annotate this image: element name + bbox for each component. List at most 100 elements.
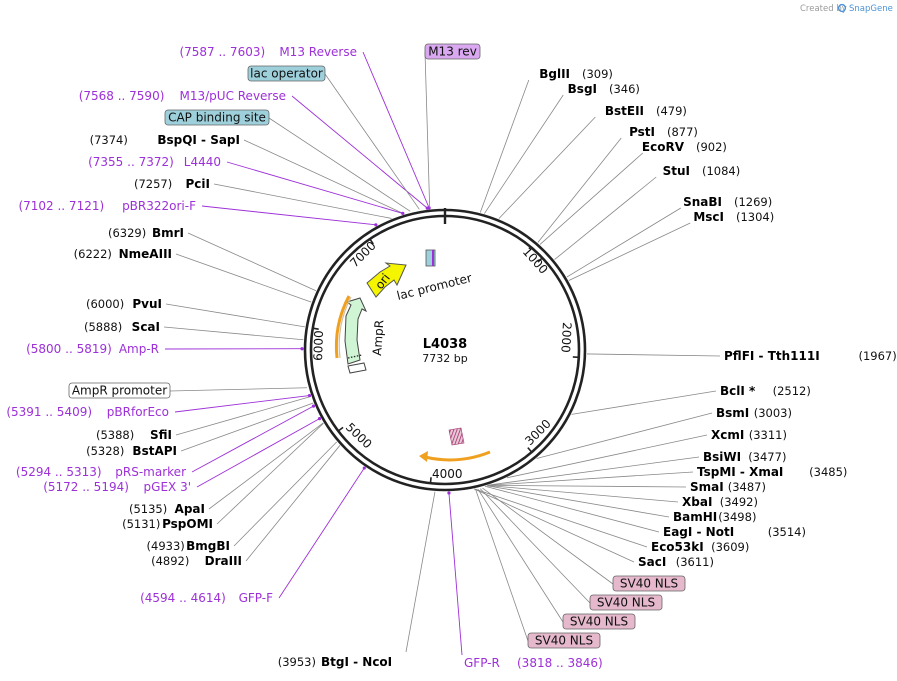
site-draiii[interactable]: DraIII(4892) — [151, 554, 242, 568]
site-saci[interactable]: SacI (3611) — [638, 555, 714, 569]
site-tspmi-xmai[interactable]: TspMI - XmaI(3485) — [697, 465, 847, 479]
feature-leader-line — [475, 489, 529, 642]
primer-gfp-f[interactable]: GFP-F(4594 .. 4614) — [140, 591, 273, 605]
site-ecorv[interactable]: EcoRV(902) — [642, 140, 727, 154]
primer-pgex-3[interactable]: pGEX 3'(5172 .. 5194) — [43, 480, 191, 494]
site-psti[interactable]: PstI(877) — [629, 125, 698, 139]
site-name: ScaI — [132, 320, 160, 334]
site-position: (2512) — [773, 384, 811, 398]
feature-leader-line — [324, 73, 420, 210]
site-pspomi[interactable]: PspOMI(5131) — [122, 517, 213, 531]
feature-ampr-promoter[interactable]: AmpR promoter — [68, 382, 171, 399]
feature-cap-binding-site[interactable]: CAP binding site — [164, 109, 270, 126]
primer-leader-line — [226, 161, 403, 214]
site-msci[interactable]: MscI(1304) — [693, 210, 774, 224]
site-position: (6000) — [86, 297, 124, 311]
ori-arrow — [366, 262, 407, 298]
site-bcli[interactable]: BclI * (2512) — [720, 384, 811, 398]
site-stui[interactable]: StuI(1084) — [663, 164, 741, 178]
primer-leader-line — [278, 467, 365, 599]
site-pflfi-tth111i[interactable]: PflFI - Tth111I(1967) — [724, 349, 897, 363]
feature-sv40-nls[interactable]: SV40 NLS — [527, 632, 601, 649]
site-bsmi[interactable]: BsmI(3003) — [716, 406, 792, 420]
site-leader-line — [187, 232, 317, 292]
site-bamhi[interactable]: BamHI(3498) — [673, 510, 756, 524]
feature-lac-operator[interactable]: lac operator — [247, 65, 326, 82]
primer-site-mark — [311, 404, 316, 408]
site-bsteii[interactable]: BstEII(479) — [605, 104, 687, 118]
site-position: (1304) — [736, 210, 774, 224]
site-bsiwi[interactable]: BsiWI(3477) — [703, 450, 786, 464]
site-scai[interactable]: ScaI (5888) — [84, 320, 160, 334]
primer-prs-marker[interactable]: pRS-marker(5294 .. 5313) — [16, 465, 186, 479]
site-leader-line — [566, 207, 682, 278]
site-name: PvuI — [132, 297, 162, 311]
site-position: (3477) — [748, 450, 786, 464]
site-name: BclI * — [720, 384, 756, 398]
site-position: (6329) — [108, 226, 146, 240]
feature-sv40-nls[interactable]: SV40 NLS — [612, 575, 686, 592]
primer-range: (7102 .. 7121) — [18, 199, 104, 213]
site-nmeaiii[interactable]: NmeAIII(6222) — [74, 247, 172, 261]
feature-label: AmpR promoter — [72, 384, 167, 398]
site-leader-line — [213, 183, 392, 219]
site-position: (7374) — [90, 133, 128, 147]
primer-pbrforeco[interactable]: pBRforEco(5391 .. 5409) — [6, 405, 169, 419]
site-eco53ki[interactable]: Eco53kI(3609) — [651, 540, 749, 554]
ampr-feature[interactable]: AmpR — [334, 295, 386, 374]
site-pvui[interactable]: PvuI (6000) — [86, 297, 162, 311]
ruler-tick — [527, 447, 533, 453]
site-leader-line — [474, 488, 648, 548]
lac-promoter-feature[interactable]: lac promoter — [395, 249, 473, 303]
site-name: SacI — [638, 555, 666, 569]
site-btgi-ncoi[interactable]: (3953)BtgI - NcoI — [278, 655, 392, 669]
site-bstapi[interactable]: BstAPI(5328) — [86, 444, 177, 458]
site-position: (3611) — [676, 555, 714, 569]
site-sfii[interactable]: SfiI(5388) — [96, 428, 172, 442]
site-bmgbi[interactable]: BmgBI(4933) — [147, 539, 230, 553]
feature-label: M13 rev — [428, 45, 477, 59]
ruler-tick — [312, 327, 319, 330]
sv40-feature[interactable] — [419, 427, 491, 462]
site-bmri[interactable]: BmrI(6329) — [108, 226, 184, 240]
site-name: SfiI — [150, 428, 172, 442]
site-snabi[interactable]: SnaBI(1269) — [683, 195, 772, 209]
site-xcmi[interactable]: XcmI(3311) — [711, 428, 787, 442]
site-bsgi[interactable]: BsgI(346) — [568, 82, 640, 96]
primer-m13-reverse[interactable]: M13 Reverse(7587 .. 7603) — [179, 45, 357, 59]
site-smai[interactable]: SmaI(3487) — [690, 480, 766, 494]
primer-site-mark — [374, 223, 378, 227]
site-position: (5888) — [84, 320, 122, 334]
primer-name: GFP-F — [239, 591, 274, 605]
ruler-tick — [337, 426, 344, 432]
primer-range: (5391 .. 5409) — [6, 405, 92, 419]
primer-amp-r[interactable]: Amp-R(5800 .. 5819) — [26, 342, 159, 356]
feature-sv40-nls[interactable]: SV40 NLS — [589, 594, 663, 611]
feature-m13-rev[interactable]: M13 rev — [424, 43, 481, 60]
primer-range: (7587 .. 7603) — [179, 45, 265, 59]
primer-gfp-r[interactable]: GFP-R(3818 .. 3846) — [464, 656, 603, 670]
site-xbai[interactable]: XbaI(3492) — [682, 495, 758, 509]
site-position: (4892) — [151, 554, 189, 568]
site-bglii[interactable]: BglII(309) — [539, 67, 613, 81]
primer-l4440[interactable]: L4440(7355 .. 7372) — [88, 155, 221, 169]
ampr-label: AmpR — [370, 319, 386, 356]
site-name: SmaI — [690, 480, 724, 494]
feature-leader-line — [268, 117, 411, 212]
primer-pbr322ori-f[interactable]: pBR322ori-F(7102 .. 7121) — [18, 199, 196, 213]
site-name: ApaI — [175, 502, 205, 516]
site-eagi-noti[interactable]: EagI - NotI(3514) — [663, 525, 806, 539]
lac-promoter-label: lac promoter — [395, 271, 473, 303]
site-pcii[interactable]: PciI(7257) — [134, 177, 210, 191]
site-leader-line — [180, 402, 314, 452]
site-position: (3953) — [278, 655, 316, 669]
feature-sv40-nls[interactable]: SV40 NLS — [562, 613, 636, 630]
site-name: TspMI - XmaI — [697, 465, 783, 479]
primer-m13-puc-reverse[interactable]: M13/pUC Reverse(7568 .. 7590) — [79, 89, 286, 103]
site-position: (479) — [656, 104, 687, 118]
site-bspqi-sapi[interactable]: BspQI - SapI(7374) — [90, 133, 240, 147]
site-apai[interactable]: ApaI(5135) — [129, 502, 205, 516]
feature-box — [562, 613, 636, 630]
site-leader-line — [486, 485, 670, 518]
